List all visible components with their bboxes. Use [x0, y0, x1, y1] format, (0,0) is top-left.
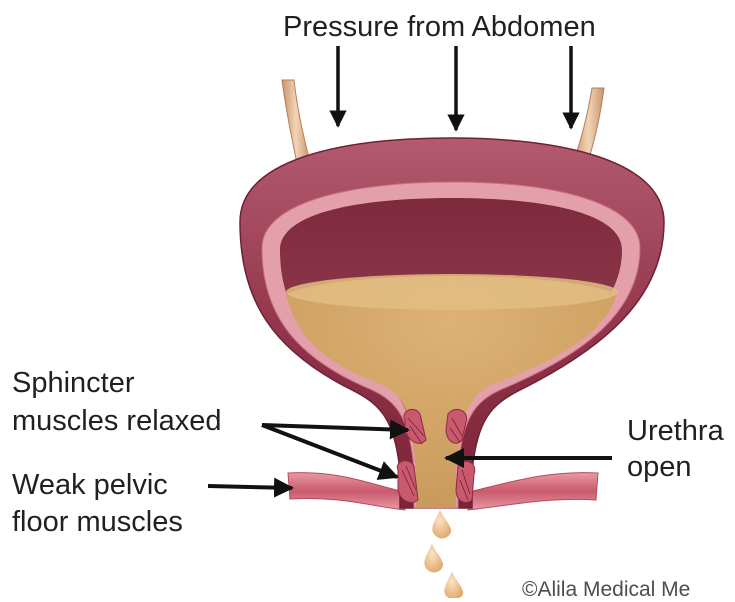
urine-drop-1 [432, 510, 451, 539]
pelvic-arrow [208, 486, 292, 488]
pressure-label: Pressure from Abdomen [283, 10, 596, 44]
urine-drop-2 [424, 544, 443, 573]
sphincter-arrow-upper [262, 425, 408, 430]
pelvic-floor-muscles [288, 473, 405, 510]
sphincter-arrow-lower [262, 425, 397, 477]
pelvic-label-line2: floor muscles [12, 505, 183, 539]
urethra-label-line1: Urethra [627, 414, 724, 448]
copyright-text: ©Alila Medical Me [522, 578, 690, 602]
sphincter-label-line1: Sphincter [12, 366, 135, 400]
urine-surface [286, 274, 618, 310]
pelvic-label-line1: Weak pelvic [12, 468, 168, 502]
left-ureter [282, 80, 310, 168]
urethra-label-line2: open [627, 450, 692, 484]
pelvic-floor-muscles-right [468, 473, 598, 510]
sphincter-label-line2: muscles relaxed [12, 404, 222, 438]
urine-drop-3 [444, 572, 463, 598]
